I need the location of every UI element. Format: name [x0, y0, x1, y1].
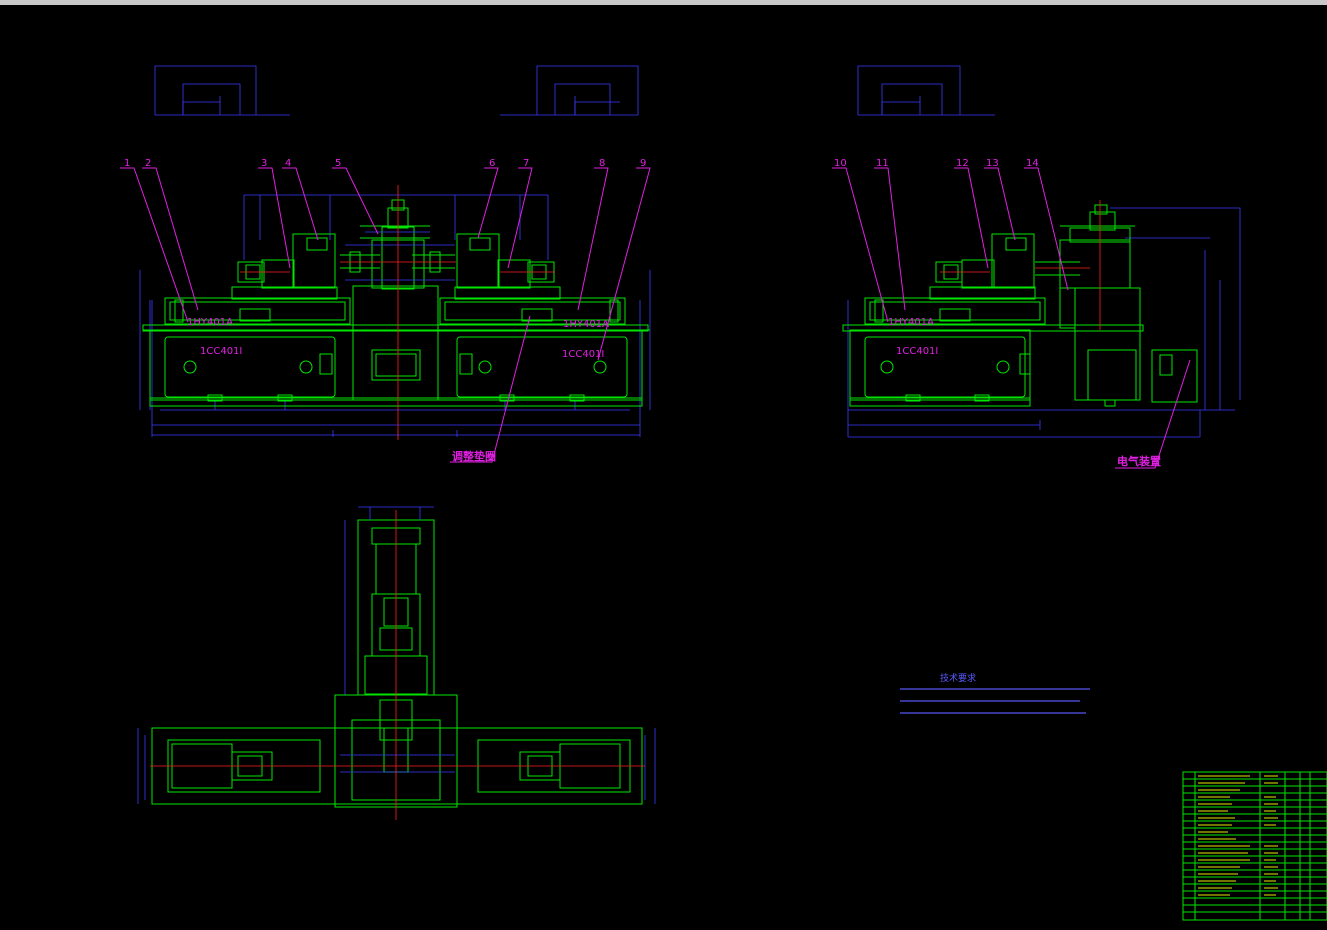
travel-diagram-left — [154, 65, 290, 116]
slide-model-label-side: 1HY401A — [888, 317, 934, 328]
technical-notes: 技术要求 — [900, 672, 1090, 714]
part-label: 9 — [640, 158, 646, 169]
parts-list-table — [1182, 771, 1327, 921]
part-label: 10 — [834, 158, 847, 169]
parts-list-text-marks — [1198, 775, 1278, 896]
side-view: 10 11 12 13 14 1HY401A 1CC401I 电气装置 — [832, 65, 1241, 469]
front-dimensions — [139, 194, 651, 437]
front-slides — [164, 286, 626, 325]
front-bed — [142, 285, 650, 407]
travel-diagram-right — [500, 65, 639, 116]
top-view — [137, 506, 656, 820]
notes-title: 技术要求 — [940, 672, 976, 684]
part-label: 12 — [956, 158, 969, 169]
travel-diagram-side — [857, 65, 995, 116]
electrical-label: 电气装置 — [1117, 454, 1161, 468]
top-vertical-dim — [344, 506, 434, 695]
part-label: 8 — [599, 158, 605, 169]
part-label: 3 — [261, 158, 267, 169]
base-model-label-left: 1CC401I — [200, 346, 242, 357]
top-horizontal-dims — [137, 728, 656, 804]
side-dimensions — [847, 207, 1241, 438]
side-power-head — [935, 233, 1035, 289]
part-label: 1 — [124, 158, 130, 169]
side-bed — [842, 287, 1198, 407]
front-view: 1 2 3 4 5 6 7 8 9 1HY401A 1HY401A 1CC401… — [120, 65, 651, 463]
cad-drawing-canvas[interactable]: 1 2 3 4 5 6 7 8 9 1HY401A 1HY401A 1CC401… — [0, 5, 1327, 930]
part-label: 13 — [986, 158, 999, 169]
front-center-detail — [345, 231, 455, 281]
shim-label: 调整垫圈 — [452, 449, 496, 463]
part-label: 11 — [876, 158, 889, 169]
part-label: 4 — [285, 158, 291, 169]
base-model-label-right: 1CC401I — [562, 349, 604, 360]
window-top-bar — [0, 0, 1327, 5]
front-center-fixture — [340, 199, 455, 290]
part-label: 7 — [523, 158, 529, 169]
part-label: 2 — [145, 158, 151, 169]
part-label: 14 — [1026, 158, 1039, 169]
top-horizontal-bed — [151, 694, 643, 808]
side-slide — [864, 286, 1046, 325]
front-centerlines — [240, 185, 555, 440]
side-fixture — [1035, 204, 1135, 329]
part-label: 6 — [489, 158, 495, 169]
part-label: 5 — [335, 158, 341, 169]
side-part-labels: 10 11 12 13 14 — [834, 158, 1039, 169]
base-model-label-side: 1CC401I — [896, 346, 938, 357]
slide-model-label-left: 1HY401A — [187, 317, 233, 328]
front-leaders — [120, 167, 651, 463]
front-part-labels: 1 2 3 4 5 6 7 8 9 — [124, 158, 646, 169]
side-centerlines — [940, 200, 1101, 330]
top-centerlines — [150, 510, 645, 820]
slide-model-label-right: 1HY401A — [563, 319, 609, 330]
side-leaders — [832, 167, 1191, 469]
